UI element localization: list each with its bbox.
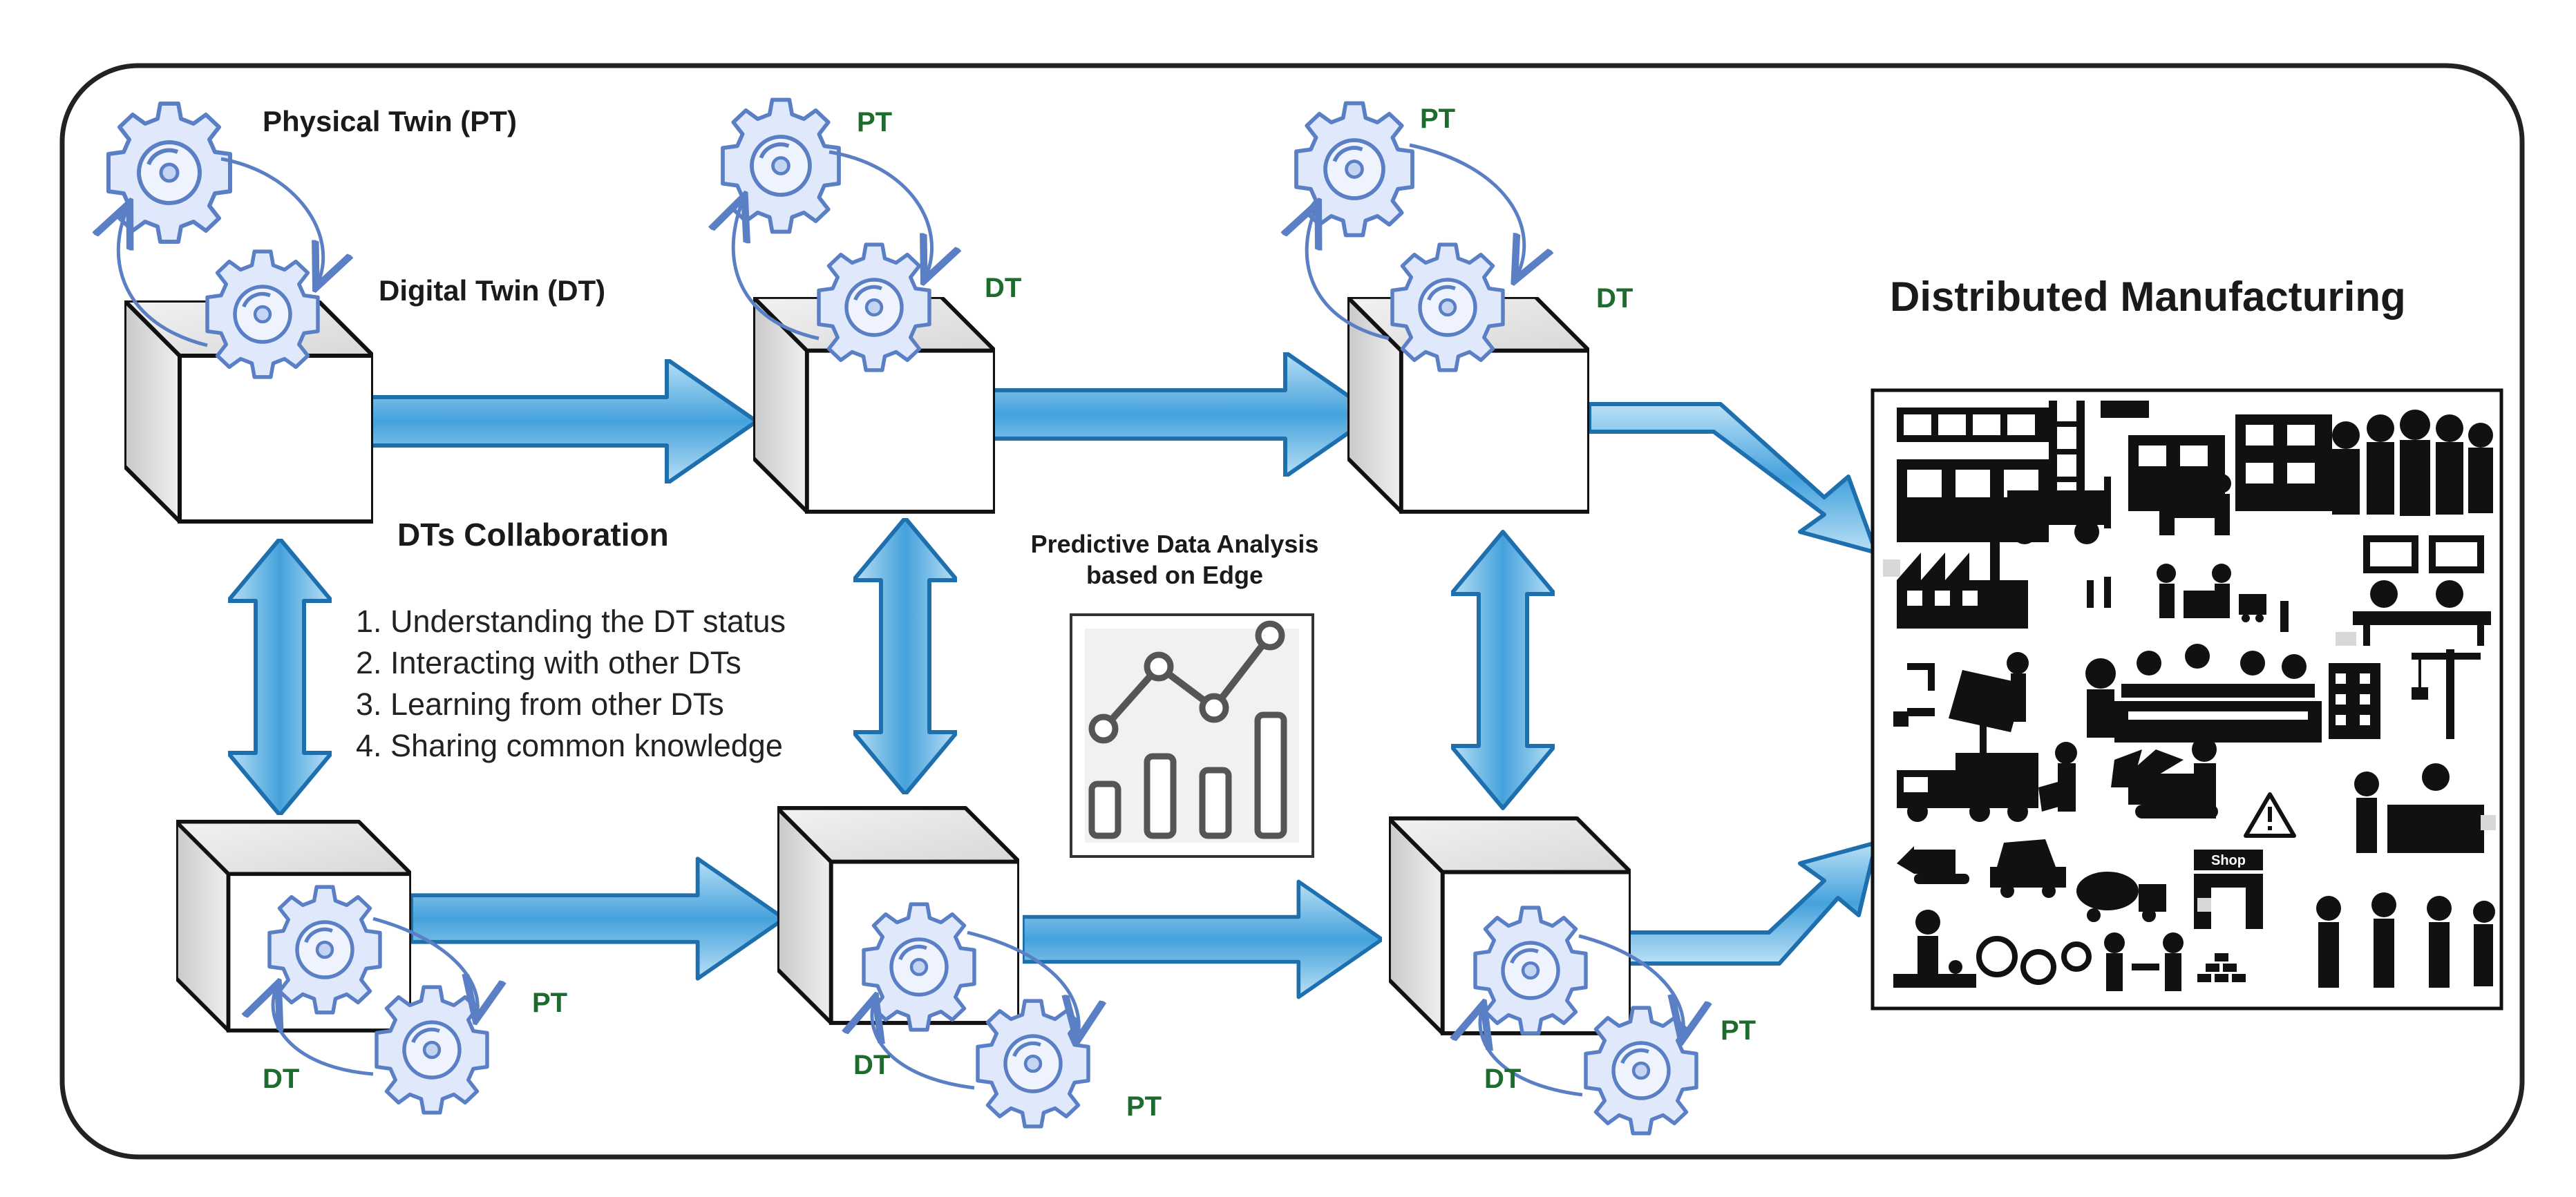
twin-label-pt: PT: [857, 107, 892, 137]
gear-icon: [1475, 908, 1586, 1033]
connector-arc: [118, 207, 208, 347]
delivery-truck-icon: [1897, 753, 2038, 822]
digital-twin-label: Digital Twin (DT): [379, 274, 605, 307]
gear-icon: [1586, 1008, 1696, 1133]
technicians-icon: [2316, 892, 2495, 988]
mechanic-workers-icon: [1893, 910, 1976, 988]
twin-label-pt: PT: [1721, 1015, 1756, 1046]
cement-mixer-icon: [2076, 872, 2166, 922]
connector-arc: [1480, 1008, 1583, 1097]
collaboration-list: 1. Understanding the DT status 2. Intera…: [356, 604, 786, 763]
gear-icon: [207, 251, 318, 377]
crane-icon: [2412, 649, 2481, 739]
gear-icon: [377, 987, 487, 1113]
construction-workers-group-icon: [2332, 410, 2493, 516]
warning-sign-icon: [2244, 792, 2296, 838]
connector-arc: [1307, 207, 1390, 341]
distributed-manufacturing-title: Distributed Manufacturing: [1890, 274, 2406, 320]
gear-icon: [978, 1001, 1088, 1127]
manufacturing-collage: Shop: [1871, 388, 2503, 1011]
collage-fragment: [2197, 898, 2211, 912]
collage-fragment: [2336, 632, 2356, 646]
connector-arc: [273, 988, 374, 1076]
worker-with-cart-icon: [2038, 742, 2077, 812]
analytics-chart-icon: [1070, 613, 1314, 858]
twin-label-dt: DT: [263, 1064, 299, 1094]
connector-arc: [828, 150, 932, 276]
engineer-icon: [2192, 737, 2217, 818]
connector-arc: [372, 917, 477, 1015]
robot-arm-icon: [1893, 663, 1935, 727]
predictive-analysis-subtitle: based on Edge: [1086, 561, 1263, 589]
twin-label-dt: DT: [1596, 283, 1633, 314]
repair-workers-icon: [2104, 932, 2184, 991]
connector-arc: [872, 1002, 975, 1090]
shop-sign-label: Shop: [2211, 853, 2246, 868]
carrying-workers-icon: [2157, 474, 2231, 618]
twin-label-dt: DT: [1484, 1064, 1521, 1094]
connector-arc: [733, 200, 820, 341]
excavator-icon: [2111, 749, 2218, 818]
forklift-icon: [2007, 401, 2111, 544]
gears-machinery-icon: [1976, 936, 2092, 985]
connector-arc: [1578, 934, 1683, 1036]
twin-label-dt: DT: [853, 1050, 890, 1080]
collaboration-item: 3. Learning from other DTs: [356, 687, 724, 722]
physical-twin-label: Physical Twin (PT): [263, 105, 517, 137]
predictive-analysis-title: Predictive Data Analysis: [1031, 530, 1319, 558]
gear-icon: [269, 887, 380, 1013]
connector-arc: [220, 157, 323, 283]
cashier-icon: [2354, 763, 2484, 853]
collaboration-item: 2. Interacting with other DTs: [356, 645, 741, 680]
twin-label-pt: PT: [1420, 104, 1455, 134]
gear-icon: [864, 904, 974, 1030]
arrow-top-to-manufacturing: [1587, 402, 1878, 555]
factory-icon: [1897, 532, 2028, 629]
collage-fragment: [1883, 559, 1900, 577]
collage-fragment: [2481, 815, 2496, 830]
twin-label-dt: DT: [985, 273, 1021, 303]
twin-label-pt: PT: [1126, 1091, 1162, 1122]
assembly-line-icon: [2085, 644, 2322, 743]
dump-truck-icon: [1990, 839, 2066, 898]
shop-icon: Shop: [2194, 850, 2263, 929]
arrow-bottom-to-manufacturing: [1622, 841, 1878, 966]
twin-label-pt: PT: [532, 988, 567, 1018]
collaboration-item: 4. Sharing common knowledge: [356, 728, 783, 763]
collaboration-title: DTs Collaboration: [397, 517, 669, 553]
brick-pile-icon: [2197, 953, 2246, 982]
office-workers-icon: [2353, 535, 2491, 646]
tools-icon: [2087, 577, 2289, 632]
connector-arc: [1409, 143, 1524, 276]
connector-arc: [967, 930, 1079, 1036]
buildings-icon: [2329, 663, 2380, 739]
bulldozer-icon: [1897, 846, 1969, 884]
gear-icon: [819, 245, 929, 370]
gear-icon: [108, 104, 230, 242]
solar-panel-worker-icon: [1949, 652, 2029, 767]
collaboration-item: 1. Understanding the DT status: [356, 604, 786, 639]
gear-icon: [1392, 245, 1503, 370]
